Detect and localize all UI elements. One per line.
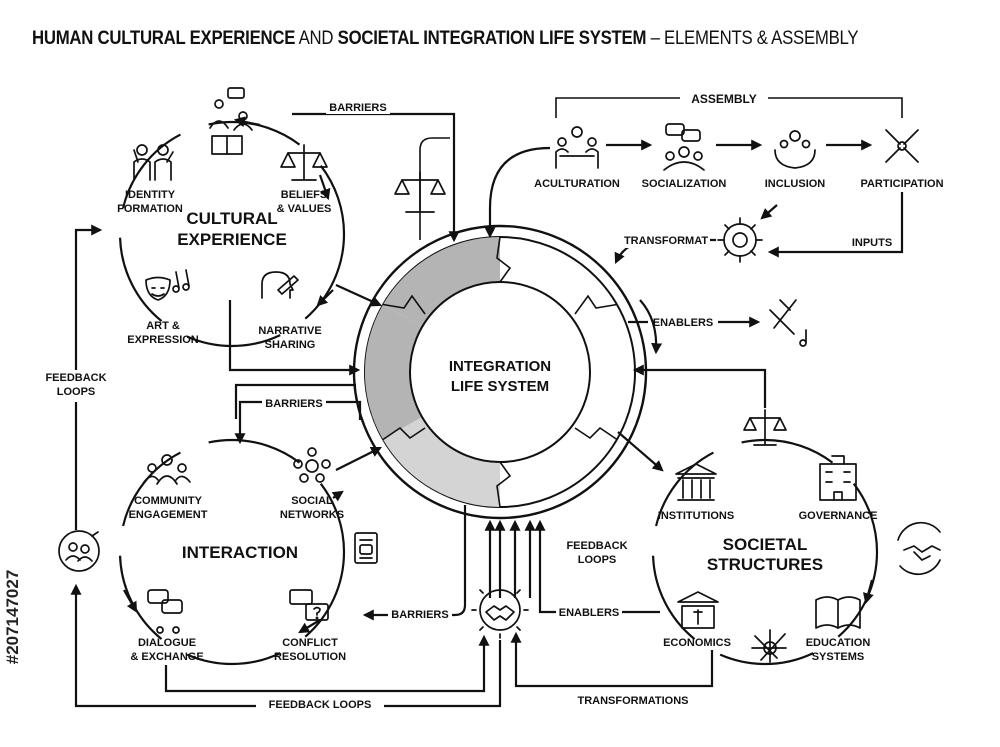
bank-economics-icon [677,591,719,629]
conflict-resolution-label-1: CONFLICT [282,637,338,649]
institution-building-icon [675,463,717,501]
assembly-process: ASSEMBLY ACULTURATION SOCIALIZATION INCL… [534,90,944,265]
segment-divider [574,426,618,441]
narrative-sharing-label-1: NARRATIVE [258,325,321,337]
community-engagement-label-1: COMMUNITY [134,495,202,507]
community-group-icon [143,454,191,485]
stock-id-vertical: #207147027 [3,500,33,735]
handshake-cycle-icon [897,521,941,576]
education-systems-label-2: SYSTEMS [812,651,865,663]
people-discussion-icon [209,87,253,155]
barriers-top-label: BARRIERS [329,102,386,114]
societal-structures-title-2: STRUCTURES [707,555,823,574]
transformation-gear-icon [717,217,763,263]
identity-formation-label-1: IDENTITY [125,189,176,201]
enablers-bottom-label: ENABLERS [559,607,620,619]
segment-divider [382,426,426,441]
social-networks-label-1: SOCIAL [291,495,333,507]
flow-connectors: BARRIERS BARRIERS BARRIERS ENABLERS [44,100,807,712]
interaction-cycle-ring [118,438,346,666]
transformat-label: TRANSFORMAT [624,235,708,247]
dialogue-exchange-label-2: & EXCHANGE [130,651,203,663]
title-part-4: – ELEMENTS & ASSEMBLY [646,27,859,49]
title-part-3: SOCIETAL INTEGRATION LIFE SYSTEM [337,27,647,49]
hands-music-icon [769,299,807,347]
center-label-line-1: INTEGRATION [449,358,551,375]
social-networks-label-2: NETWORKS [280,509,344,521]
barriers-bottom-label: BARRIERS [391,609,448,621]
title-part-2: AND [295,27,338,49]
speech-bubbles-icon [147,589,183,634]
economics-label: ECONOMICS [663,637,731,649]
open-book-icon [815,596,861,629]
interaction-cycle: INTERACTION COMMUNITY ENGAGEMENT SOCIAL … [118,438,378,666]
document-card-icon [354,532,378,564]
feedback-bottom-label: FEEDBACK LOOPS [269,699,372,711]
scales-balance-icon [743,409,787,446]
diagram-title: HUMAN CULTURAL EXPERIENCE AND SOCIETAL I… [32,27,859,50]
handshake-gear-icon [471,581,529,639]
conflict-resolution-label-2: RESOLUTION [274,651,346,663]
segment-divider [382,294,426,315]
acculturation-label: ACULTURATION [534,178,620,190]
feedback-left-label-1: FEEDBACK [45,372,106,384]
identity-people-icon [133,144,174,181]
identity-formation-label-2: FORMATION [117,203,183,215]
inputs-label: INPUTS [852,237,892,249]
art-expression-label-2: EXPRESSION [127,334,199,346]
education-systems-label-1: EDUCATION [806,637,871,649]
segment-divider [496,461,512,508]
socialization-label: SOCIALIZATION [642,178,727,190]
scales-justice-icon [280,144,328,181]
societal-structures-title-1: SOCIETAL [723,535,808,554]
people-meeting-icon [555,126,599,169]
enablers-right-label: ENABLERS [653,317,714,329]
feedback-center-label-1: FEEDBACK [566,540,627,552]
integration-wheel: INTEGRATION LIFE SYSTEM [352,224,648,520]
barriers-mid-label: BARRIERS [265,398,322,410]
theater-masks-icon [145,269,190,301]
feedback-center-label-2: LOOPS [578,554,617,566]
beliefs-values-label-1: BELIEFS [281,189,327,201]
community-engagement-label-2: ENGAGEMENT [129,509,208,521]
narrative-sharing-label-2: SHARING [265,339,316,351]
social-network-icon [293,447,331,483]
stock-id-text: #207147027 [3,570,22,665]
title-part-1: HUMAN CULTURAL EXPERIENCE [32,27,296,49]
segment-divider [496,236,512,283]
cultural-experience-title-2: EXPERIENCE [177,230,287,249]
head-writing-icon [261,271,299,299]
governance-label: GOVERNANCE [799,510,878,522]
feedback-left-label-2: LOOPS [57,386,96,398]
segment-divider [574,294,618,315]
inclusion-label: INCLUSION [765,178,826,190]
government-building-icon [819,455,857,501]
assembly-title: ASSEMBLY [691,92,757,106]
scales-connector [419,137,450,240]
dialogue-exchange-label-1: DIALOGUE [138,637,196,649]
cultural-experience-title-1: CULTURAL [186,209,277,228]
participation-label: PARTICIPATION [860,178,943,190]
interaction-title: INTERACTION [182,543,298,562]
cultural-experience-cycle: CULTURAL EXPERIENCE IDENTITY FORMATION B… [117,87,346,351]
conflict-question-icon [289,589,329,621]
art-expression-label-1: ART & [146,320,180,332]
group-socialization-icon [663,123,705,171]
hands-participation-icon [885,129,919,163]
transformations-label: TRANSFORMATIONS [577,695,688,707]
wheel-hub [409,281,591,463]
societal-structures-cycle: SOCIETAL STRUCTURES INSTITUTIONS GOVERNA… [651,409,941,666]
inclusion-hands-icon [774,130,816,169]
hands-together-icon [751,629,787,663]
beliefs-values-label-2: & VALUES [277,203,332,215]
cultural-cycle-ring [118,120,346,348]
people-circle-icon [58,530,100,572]
center-label-line-2: LIFE SYSTEM [451,378,549,395]
institutions-label: INSTITUTIONS [658,510,734,522]
